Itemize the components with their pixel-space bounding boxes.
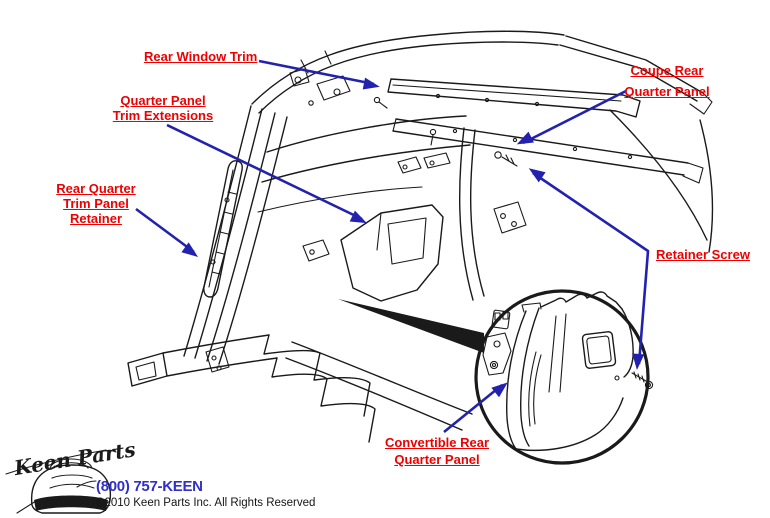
magnifier-wedge	[338, 299, 484, 353]
copyright-notice: ©2010 Keen Parts Inc. All Rights Reserve…	[96, 497, 316, 509]
arrow-convertible-quarter-panel	[443, 382, 508, 434]
arrow-retainer-screw	[528, 168, 650, 371]
arrow-rear-window-trim	[258, 59, 380, 90]
callout-label: Coupe Rear	[630, 63, 704, 78]
callout-convertible-rear-quarter-panel[interactable]: Convertible Rear Quarter Panel	[375, 434, 499, 468]
main-drawing	[127, 30, 714, 443]
corvette-sketch	[30, 458, 112, 514]
callout-coupe-rear-quarter-panel[interactable]: Coupe Rear Quarter Panel	[607, 60, 727, 102]
callout-arrows	[135, 59, 650, 434]
callout-rear-quarter-trim-panel-retainer[interactable]: Rear Quarter Trim Panel Retainer	[36, 181, 156, 226]
callout-label: Trim Panel	[63, 196, 129, 211]
callout-label: Rear Quarter	[56, 181, 136, 196]
callout-label: Retainer	[69, 211, 123, 226]
retainer-screw-part-inset	[631, 371, 654, 390]
callout-label: Quarter Panel	[394, 452, 480, 467]
phone-number: (800) 757-KEEN	[96, 478, 203, 495]
callout-retainer-screw[interactable]: Retainer Screw	[656, 247, 750, 262]
callout-rear-window-trim[interactable]: Rear Window Trim	[144, 49, 258, 64]
callout-label: Rear Window Trim	[144, 49, 258, 64]
arrow-coupe-quarter-panel	[516, 89, 627, 145]
retainer-screw-part-main	[494, 151, 518, 167]
trim-panel-retainer-part	[203, 160, 243, 298]
callout-label: Quarter Panel	[120, 93, 206, 108]
callout-label: Convertible Rear	[384, 435, 490, 450]
inset-circle-convertible-panel	[474, 289, 654, 465]
rear-window-trim-part	[373, 78, 641, 118]
arrow-trim-panel-retainer	[135, 207, 199, 257]
callout-quarter-panel-trim-extensions[interactable]: Quarter Panel Trim Extensions	[103, 93, 223, 123]
callout-label: Quarter Panel	[624, 84, 710, 99]
trim-extension-part	[302, 204, 444, 302]
callout-label: Trim Extensions	[112, 108, 214, 123]
callout-label: Retainer Screw	[656, 247, 750, 262]
arrow-trim-extensions	[166, 123, 367, 224]
